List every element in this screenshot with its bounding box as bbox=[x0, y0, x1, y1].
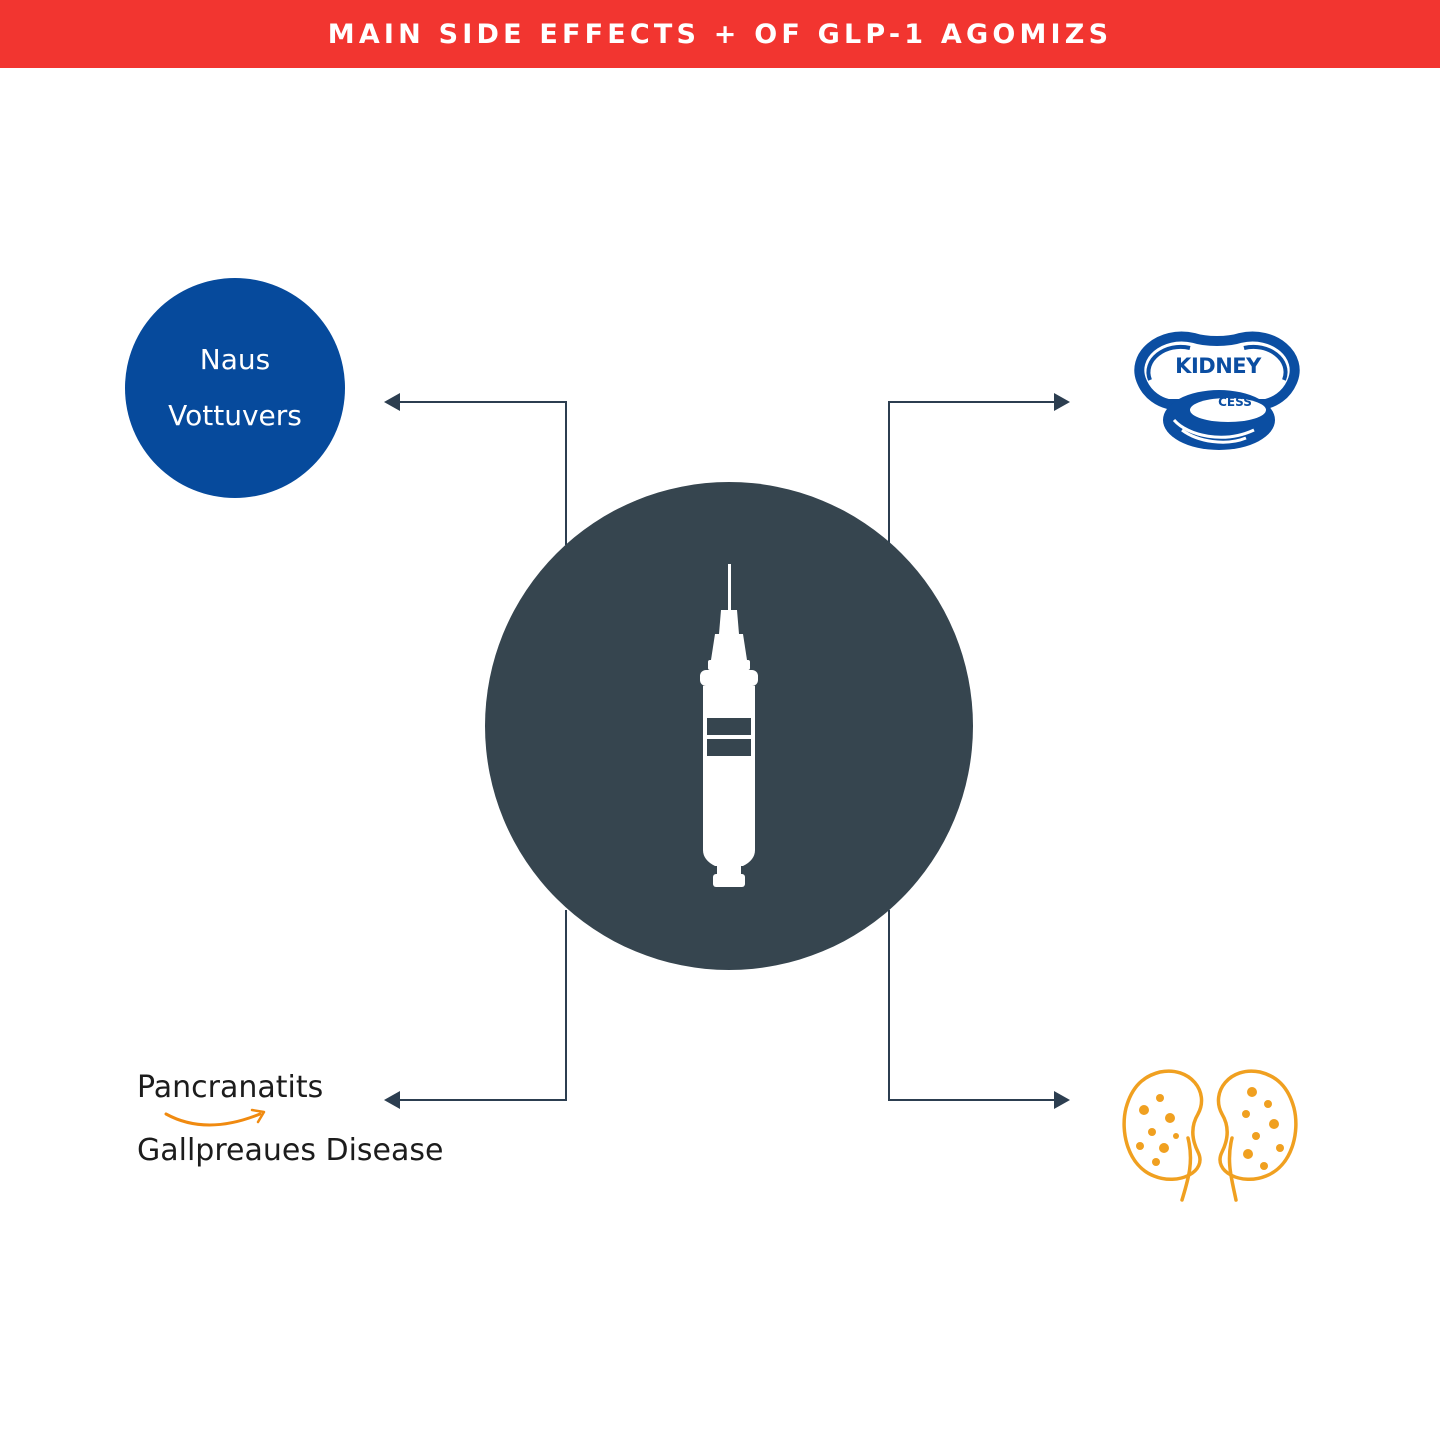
arrow-head-top-right bbox=[1054, 393, 1070, 411]
diagram-title: MAIN SIDE EFFECTS + OF GLP-1 AGOMIZS bbox=[327, 18, 1113, 50]
orange-swoosh-arrow-icon bbox=[164, 1108, 266, 1127]
effect-gallbladder-disease: Gallpreaues Disease bbox=[137, 1133, 444, 1168]
effect-label-line2: Vottuvers bbox=[168, 399, 302, 432]
effect-nausea-vomiting: Naus Vottuvers bbox=[125, 278, 345, 498]
connector-bottom-right bbox=[888, 910, 1056, 1101]
arrow-head-top-left bbox=[384, 393, 400, 411]
connector-bottom-left bbox=[398, 910, 567, 1101]
connector-top-right bbox=[888, 401, 1056, 545]
kidney-badge-label: KIDNEY bbox=[1175, 354, 1261, 378]
kidney-badge-sublabel: CESS bbox=[1218, 395, 1252, 409]
arrow-head-bottom-left bbox=[384, 1091, 400, 1109]
effect-label-line1: Naus bbox=[199, 343, 271, 376]
header-bar: MAIN SIDE EFFECTS + OF GLP-1 AGOMIZS bbox=[0, 0, 1440, 68]
effect-pancreatitis: Pancranatits bbox=[137, 1070, 324, 1105]
kidneys-icon bbox=[1122, 1069, 1298, 1202]
center-node bbox=[485, 482, 973, 970]
arrow-head-bottom-right bbox=[1054, 1091, 1070, 1109]
kidney-badge-icon bbox=[1134, 331, 1300, 450]
connector-top-left bbox=[398, 401, 567, 545]
syringe-icon bbox=[700, 564, 758, 887]
